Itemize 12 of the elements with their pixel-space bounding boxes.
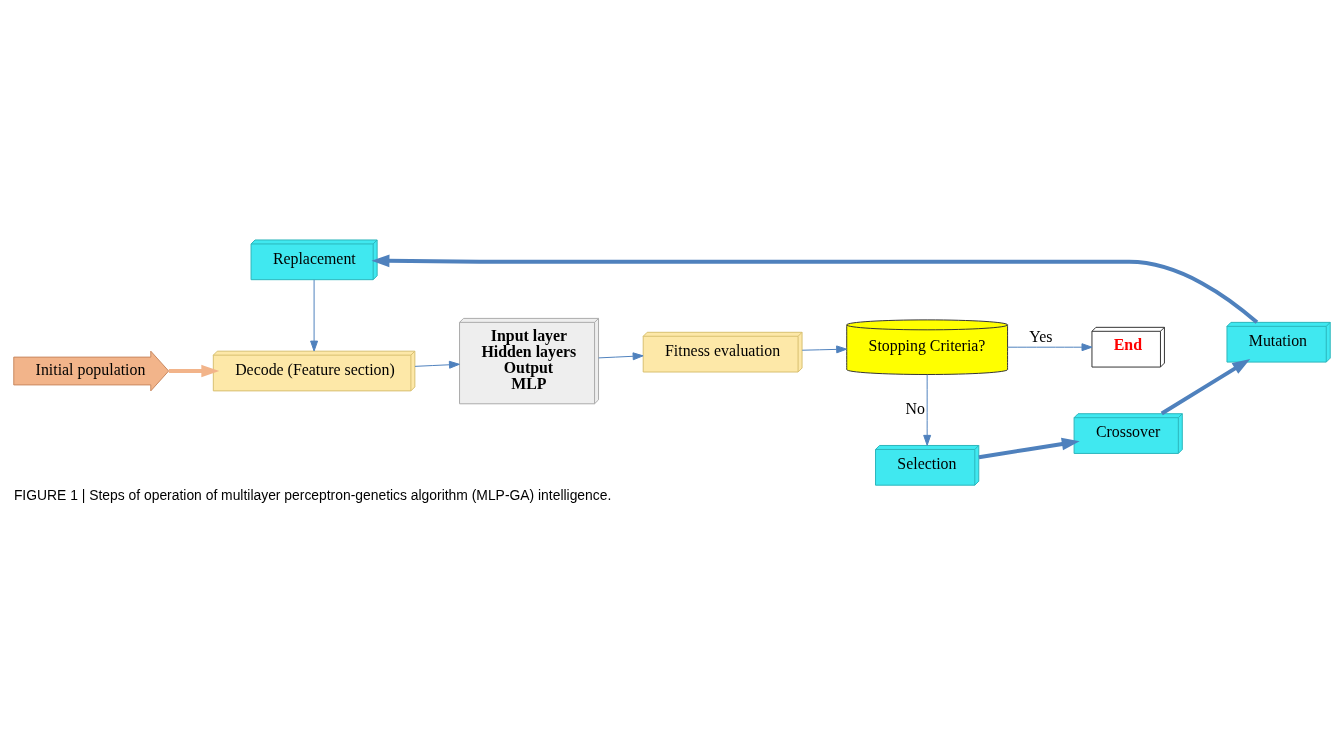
arrow [598,352,644,361]
arrow [168,364,220,378]
arrow [1007,343,1093,352]
arrow [923,374,932,446]
arrow [310,279,319,352]
edge-label: No [905,399,925,417]
edge-label: Yes [1029,328,1053,346]
arrow [978,437,1080,460]
arrow [414,360,460,369]
arrow [1160,359,1251,416]
caption: FIGURE 1 | Steps of operation of multilayer perceptron-genetics algorithm (MLP-GA) intelligence. [13,487,612,504]
arrow [801,345,848,354]
